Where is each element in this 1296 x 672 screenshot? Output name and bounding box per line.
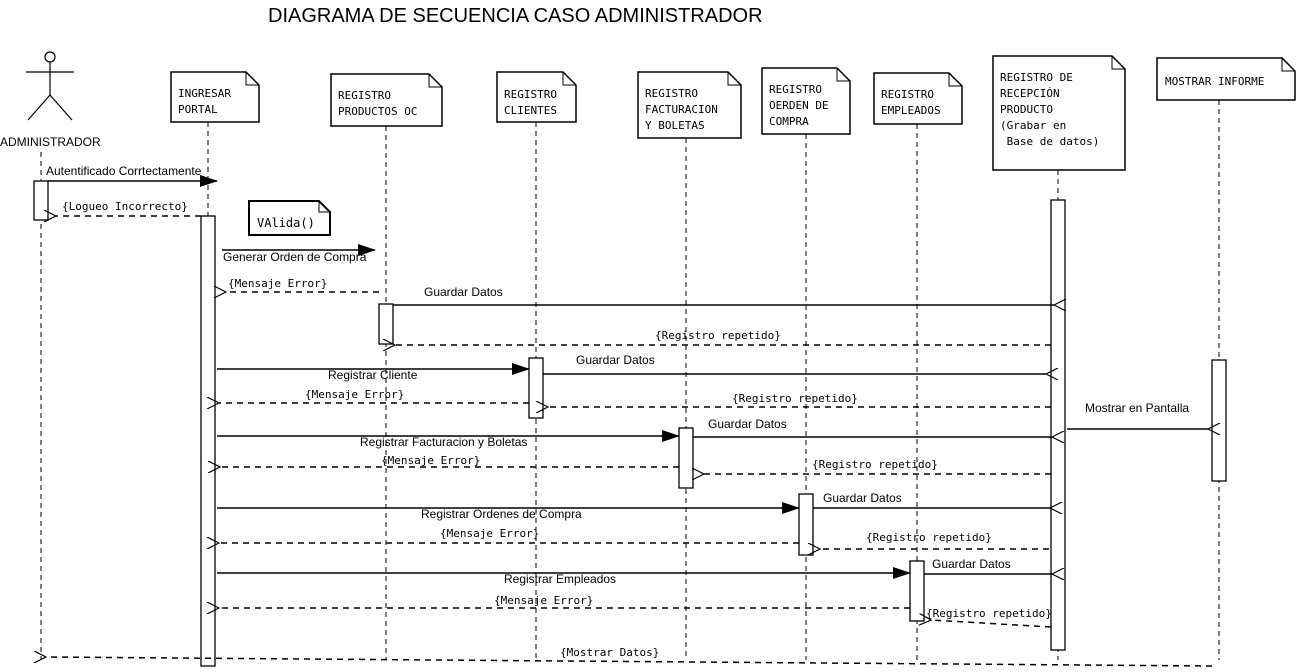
lifeline-recepcion-label-4: (Grabar en <box>1000 119 1066 132</box>
lifeline-orden: REGISTRO OERDEN DE COMPRA <box>761 67 851 135</box>
msg-label-m1: Autentificado Corrtectamente <box>46 164 202 178</box>
activation-bars <box>33 180 1227 667</box>
msg-label-m20: Guardar Datos <box>932 557 1011 571</box>
activation-admin <box>33 180 49 221</box>
lifeline-empleados-label-1: REGISTRO <box>881 88 934 101</box>
lifeline-empleados-label-2: EMPLEADOS <box>881 104 941 117</box>
msg-label-m24: {Mostrar Datos} <box>560 646 659 659</box>
msg-label-m5: Guardar Datos <box>424 285 503 299</box>
lifeline-empleados: REGISTRO EMPLEADOS <box>873 72 963 125</box>
lifeline-dashes <box>40 100 1220 660</box>
lifeline-facturacion: REGISTRO FACTURACION Y BOLETAS <box>637 71 742 139</box>
lifeline-orden-label-1: REGISTRO <box>769 83 822 96</box>
lifeline-informe-label-1: MOSTRAR INFORME <box>1165 75 1264 88</box>
lifeline-portal-label-1: INGRESAR <box>178 87 231 100</box>
msg-label-m2: {Logueo Incorrecto} <box>62 200 188 213</box>
msg-label-m13: Registrar Facturacion y Boletas <box>360 435 527 449</box>
lifeline-orden-label-2: OERDEN DE <box>769 99 829 112</box>
msg-label-m14: {Mensaje Error} <box>381 454 480 467</box>
actor-label: ADMINISTRADOR <box>0 135 101 149</box>
msg-label-m12: Guardar Datos <box>708 417 787 431</box>
note-valida: VAlida() <box>248 200 331 236</box>
return-lines <box>46 216 1213 667</box>
msg-label-m3: Generar Orden de Compra <box>223 250 367 264</box>
lifeline-portal-label-2: PORTAL <box>178 103 218 116</box>
lifeline-facturacion-label-3: Y BOLETAS <box>645 119 705 132</box>
msg-label-m16: Guardar Datos <box>823 491 902 505</box>
msg-label-m4: {Mensaje Error} <box>228 277 327 290</box>
msg-line-m24 <box>46 657 1213 667</box>
note-valida-label: VAlida() <box>257 216 315 230</box>
msg-label-m17: Registrar Ordenes de Compra <box>421 507 582 521</box>
lifeline-facturacion-label-1: REGISTRO <box>645 87 698 100</box>
activation-portal <box>200 215 216 667</box>
diagram-title: DIAGRAMA DE SECUENCIA CASO ADMINISTRADOR <box>268 5 763 27</box>
lifeline-orden-label-3: COMPRA <box>769 115 809 128</box>
actor-stick-figure-icon <box>26 51 74 121</box>
activation-recepcion <box>1050 199 1066 651</box>
lifeline-clientes: REGISTRO CLIENTES <box>496 71 577 123</box>
lifeline-portal: INGRESAR PORTAL <box>170 71 260 123</box>
lifeline-recepcion-label-5: Base de datos) <box>1000 135 1099 148</box>
activation-informe <box>1211 359 1227 482</box>
msg-label-m23: {Registro repetido} <box>926 607 1052 620</box>
msg-label-m22: {Mensaje Error} <box>494 594 593 607</box>
lifeline-productos: REGISTRO PRODUCTOS OC <box>330 73 443 127</box>
actor-administrador: ADMINISTRADOR <box>0 51 101 149</box>
msg-label-m7: Guardar Datos <box>576 353 655 367</box>
message-lines <box>48 175 1208 574</box>
lifeline-productos-label-2: PRODUCTOS OC <box>338 105 417 118</box>
msg-label-m6: {Registro repetido} <box>655 329 781 342</box>
lifeline-recepcion: REGISTRO DE RECEPCIÓN PRODUCTO (Grabar e… <box>992 55 1126 171</box>
msg-label-m18: {Mensaje Error} <box>440 527 539 540</box>
msg-label-m9: {Mensaje Error} <box>305 388 404 401</box>
msg-label-m10: {Registro repetido} <box>732 392 858 405</box>
lifeline-recepcion-label-2: RECEPCIÓN <box>1000 87 1060 100</box>
activation-clientes <box>528 357 544 419</box>
msg-label-m19: {Registro repetido} <box>866 531 992 544</box>
lifeline-informe: MOSTRAR INFORME <box>1156 57 1296 101</box>
lifeline-recepcion-label-3: PRODUCTO <box>1000 103 1053 116</box>
msg-label-m11: Mostrar en Pantalla <box>1085 401 1189 415</box>
activation-productos <box>378 303 394 345</box>
activation-orden <box>798 493 814 556</box>
lifeline-productos-label-1: REGISTRO <box>338 89 391 102</box>
lifeline-recepcion-label-1: REGISTRO DE <box>1000 71 1073 84</box>
msg-line-m23 <box>931 620 1052 628</box>
msg-label-m21: Registrar Empleados <box>504 572 616 586</box>
msg-label-m15: {Registro repetido} <box>812 458 938 471</box>
lifeline-clientes-label-1: REGISTRO <box>504 88 557 101</box>
activation-empleados <box>909 560 925 622</box>
msg-label-m8: Registrar Cliente <box>328 368 418 382</box>
lifeline-facturacion-label-2: FACTURACION <box>645 103 718 116</box>
activation-facturacion <box>678 427 694 489</box>
lifeline-clientes-label-2: CLIENTES <box>504 104 557 117</box>
